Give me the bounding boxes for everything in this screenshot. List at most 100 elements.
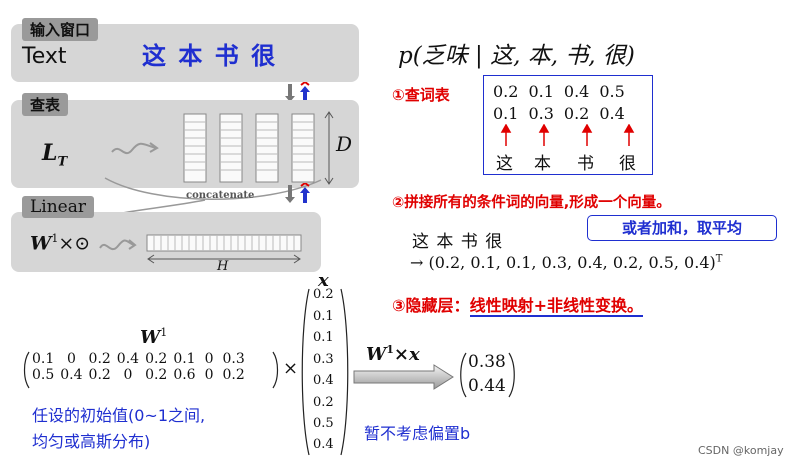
d-dimension-bracket bbox=[324, 111, 334, 185]
matrix-cell: 0.3 bbox=[222, 351, 245, 367]
w1-sup: 1 bbox=[160, 326, 168, 339]
result-left-paren bbox=[460, 352, 467, 398]
arrow-label: W1×x bbox=[366, 343, 420, 365]
matrix-cell: 0.2 bbox=[88, 367, 111, 383]
matrix-cell: 0.4 bbox=[116, 351, 140, 367]
x-vector-right-paren bbox=[340, 288, 349, 456]
table-cell: 0.5 bbox=[599, 81, 625, 101]
w1-main: W bbox=[140, 327, 161, 348]
x-vector-cell: 0.5 bbox=[313, 416, 334, 431]
h-dimension-bracket bbox=[147, 254, 301, 264]
matrix-cell: 0 bbox=[66, 351, 76, 367]
result-arrow-icon bbox=[353, 364, 454, 390]
matrix-left-paren bbox=[23, 351, 30, 389]
lookup-table-box: 0.2 0.1 0.4 0.5 0.1 0.3 0.2 0.4 这 本 书 很 bbox=[483, 75, 653, 175]
matrix-row: 0.5 0.4 0.2 0 0.2 0.6 0 0.2 bbox=[29, 367, 248, 383]
watermark: CSDN @komjay bbox=[698, 444, 784, 457]
table-cell: 0.1 bbox=[528, 81, 554, 101]
x-vector-cell: 0.4 bbox=[313, 437, 334, 452]
arrow-label-main: W bbox=[366, 344, 387, 365]
w-expr-rest: ×⊙ bbox=[58, 232, 91, 255]
concatenate-label: concatenate bbox=[186, 190, 255, 201]
x-vector-cell: 0.1 bbox=[313, 309, 334, 324]
lookup-tag: 查表 bbox=[22, 93, 69, 116]
matrix-cell: 0.2 bbox=[222, 367, 245, 383]
step2-label: ②拼接所有的条件词的向量,形成一个向量。 bbox=[392, 195, 671, 211]
result-right-paren bbox=[508, 352, 515, 398]
x-vector-cell: 0.4 bbox=[313, 373, 334, 388]
matrix-cell: 0 bbox=[204, 351, 214, 367]
table-word: 很 bbox=[619, 154, 636, 174]
lt-main: L bbox=[42, 140, 58, 166]
arrow-label-sup: 1 bbox=[386, 343, 394, 356]
w-expression: W1×⊙ bbox=[30, 232, 90, 254]
matrix-cell: 0.2 bbox=[88, 351, 111, 367]
matrix-cell: 0.2 bbox=[145, 367, 168, 383]
result-cell: 0.38 bbox=[468, 352, 506, 372]
arrow-label-rest: ×x bbox=[393, 344, 420, 365]
step1-label: ①查词表 bbox=[392, 86, 450, 104]
hidden-vector-bar bbox=[146, 234, 302, 252]
table-red-arrows bbox=[500, 124, 635, 146]
matrix-cell: 0.1 bbox=[173, 351, 196, 367]
concat-vector: → (0.2, 0.1, 0.1, 0.3, 0.4, 0.2, 0.5, 0.… bbox=[410, 253, 722, 272]
init-note-line2: 均匀或高斯分布) bbox=[32, 432, 151, 451]
x-vector-cell: 0.2 bbox=[313, 395, 334, 410]
table-cell: 0.3 bbox=[528, 103, 554, 123]
lt-label: LT bbox=[42, 140, 67, 169]
h-label: H bbox=[217, 259, 229, 274]
table-cell: 0.4 bbox=[599, 103, 625, 123]
text-label: Text bbox=[22, 44, 67, 69]
times-sign: × bbox=[283, 358, 299, 379]
w-expr-sup: 1 bbox=[51, 232, 59, 245]
matrix-cell: 0.2 bbox=[145, 351, 168, 367]
table-cell: 0.2 bbox=[563, 103, 590, 123]
w-expr-main: W bbox=[30, 232, 52, 255]
table-word: 这 bbox=[496, 154, 513, 174]
matrix-cell: 0.4 bbox=[60, 367, 83, 383]
concat-vector-text: → (0.2, 0.1, 0.1, 0.3, 0.4, 0.2, 0.5, 0.… bbox=[410, 253, 716, 272]
concat-words: 这 本 书 很 bbox=[412, 232, 504, 252]
result-cell: 0.44 bbox=[468, 376, 506, 396]
matrix-cell: 0.1 bbox=[32, 351, 55, 367]
init-note-line1: 任设的初始值(0~1之间, bbox=[32, 406, 206, 425]
probability-expression: p(乏味 | 这, 本, 书, 很) bbox=[398, 43, 635, 69]
lookup-table: 0.2 0.1 0.4 0.5 0.1 0.3 0.2 0.4 bbox=[488, 80, 630, 124]
input-window-tag: 输入窗口 bbox=[22, 18, 99, 41]
alt-method-box: 或者加和，取平均 bbox=[587, 215, 777, 241]
x-vector-cell: 0.1 bbox=[313, 330, 334, 345]
matrix-cell: 0 bbox=[123, 367, 133, 383]
table-cell: 0.1 bbox=[493, 103, 519, 123]
x-label: x bbox=[318, 270, 329, 291]
step3-rest: 线性映射+非线性变换。 bbox=[469, 296, 643, 317]
linear-tag: Linear bbox=[22, 196, 94, 218]
table-row: 0.1 0.3 0.2 0.4 bbox=[488, 102, 630, 124]
input-words: 这 本 书 很 bbox=[142, 42, 278, 70]
d-label: D bbox=[336, 132, 353, 156]
squiggle-arrow-icon bbox=[111, 142, 159, 155]
table-word: 本 bbox=[534, 154, 551, 174]
concat-vector-sup: T bbox=[715, 253, 723, 265]
x-vector-cell: 0.2 bbox=[313, 287, 334, 302]
matrix-cell: 0.5 bbox=[32, 367, 55, 383]
bias-note: 暂不考虑偏置b bbox=[364, 424, 471, 443]
table-row: 0.2 0.1 0.4 0.5 bbox=[488, 80, 630, 102]
lt-sub: T bbox=[57, 154, 68, 170]
x-vector-left-paren bbox=[301, 288, 310, 456]
matrix-right-paren bbox=[272, 351, 279, 389]
step3-label: ③隐藏层：线性映射+非线性变换。 bbox=[392, 292, 643, 317]
table-cell: 0.2 bbox=[493, 81, 519, 101]
w1-title: W1 bbox=[140, 326, 167, 348]
matrix-cell: 0 bbox=[204, 367, 214, 383]
x-vector-cell: 0.3 bbox=[313, 352, 334, 367]
transition-arrows-top bbox=[285, 82, 310, 102]
transition-arrows-bottom bbox=[285, 183, 310, 203]
matrix-cell: 0.6 bbox=[173, 367, 196, 383]
step3-prefix: ③隐藏层： bbox=[392, 296, 470, 315]
squiggle-arrow-icon-2 bbox=[99, 239, 137, 251]
table-word: 书 bbox=[577, 154, 594, 174]
matrix-table: 0.1 0 0.2 0.4 0.2 0.1 0 0.3 0.5 0.4 0.2 … bbox=[29, 351, 248, 383]
table-cell: 0.4 bbox=[563, 81, 590, 101]
embedding-columns bbox=[183, 113, 315, 183]
matrix-row: 0.1 0 0.2 0.4 0.2 0.1 0 0.3 bbox=[29, 351, 248, 367]
